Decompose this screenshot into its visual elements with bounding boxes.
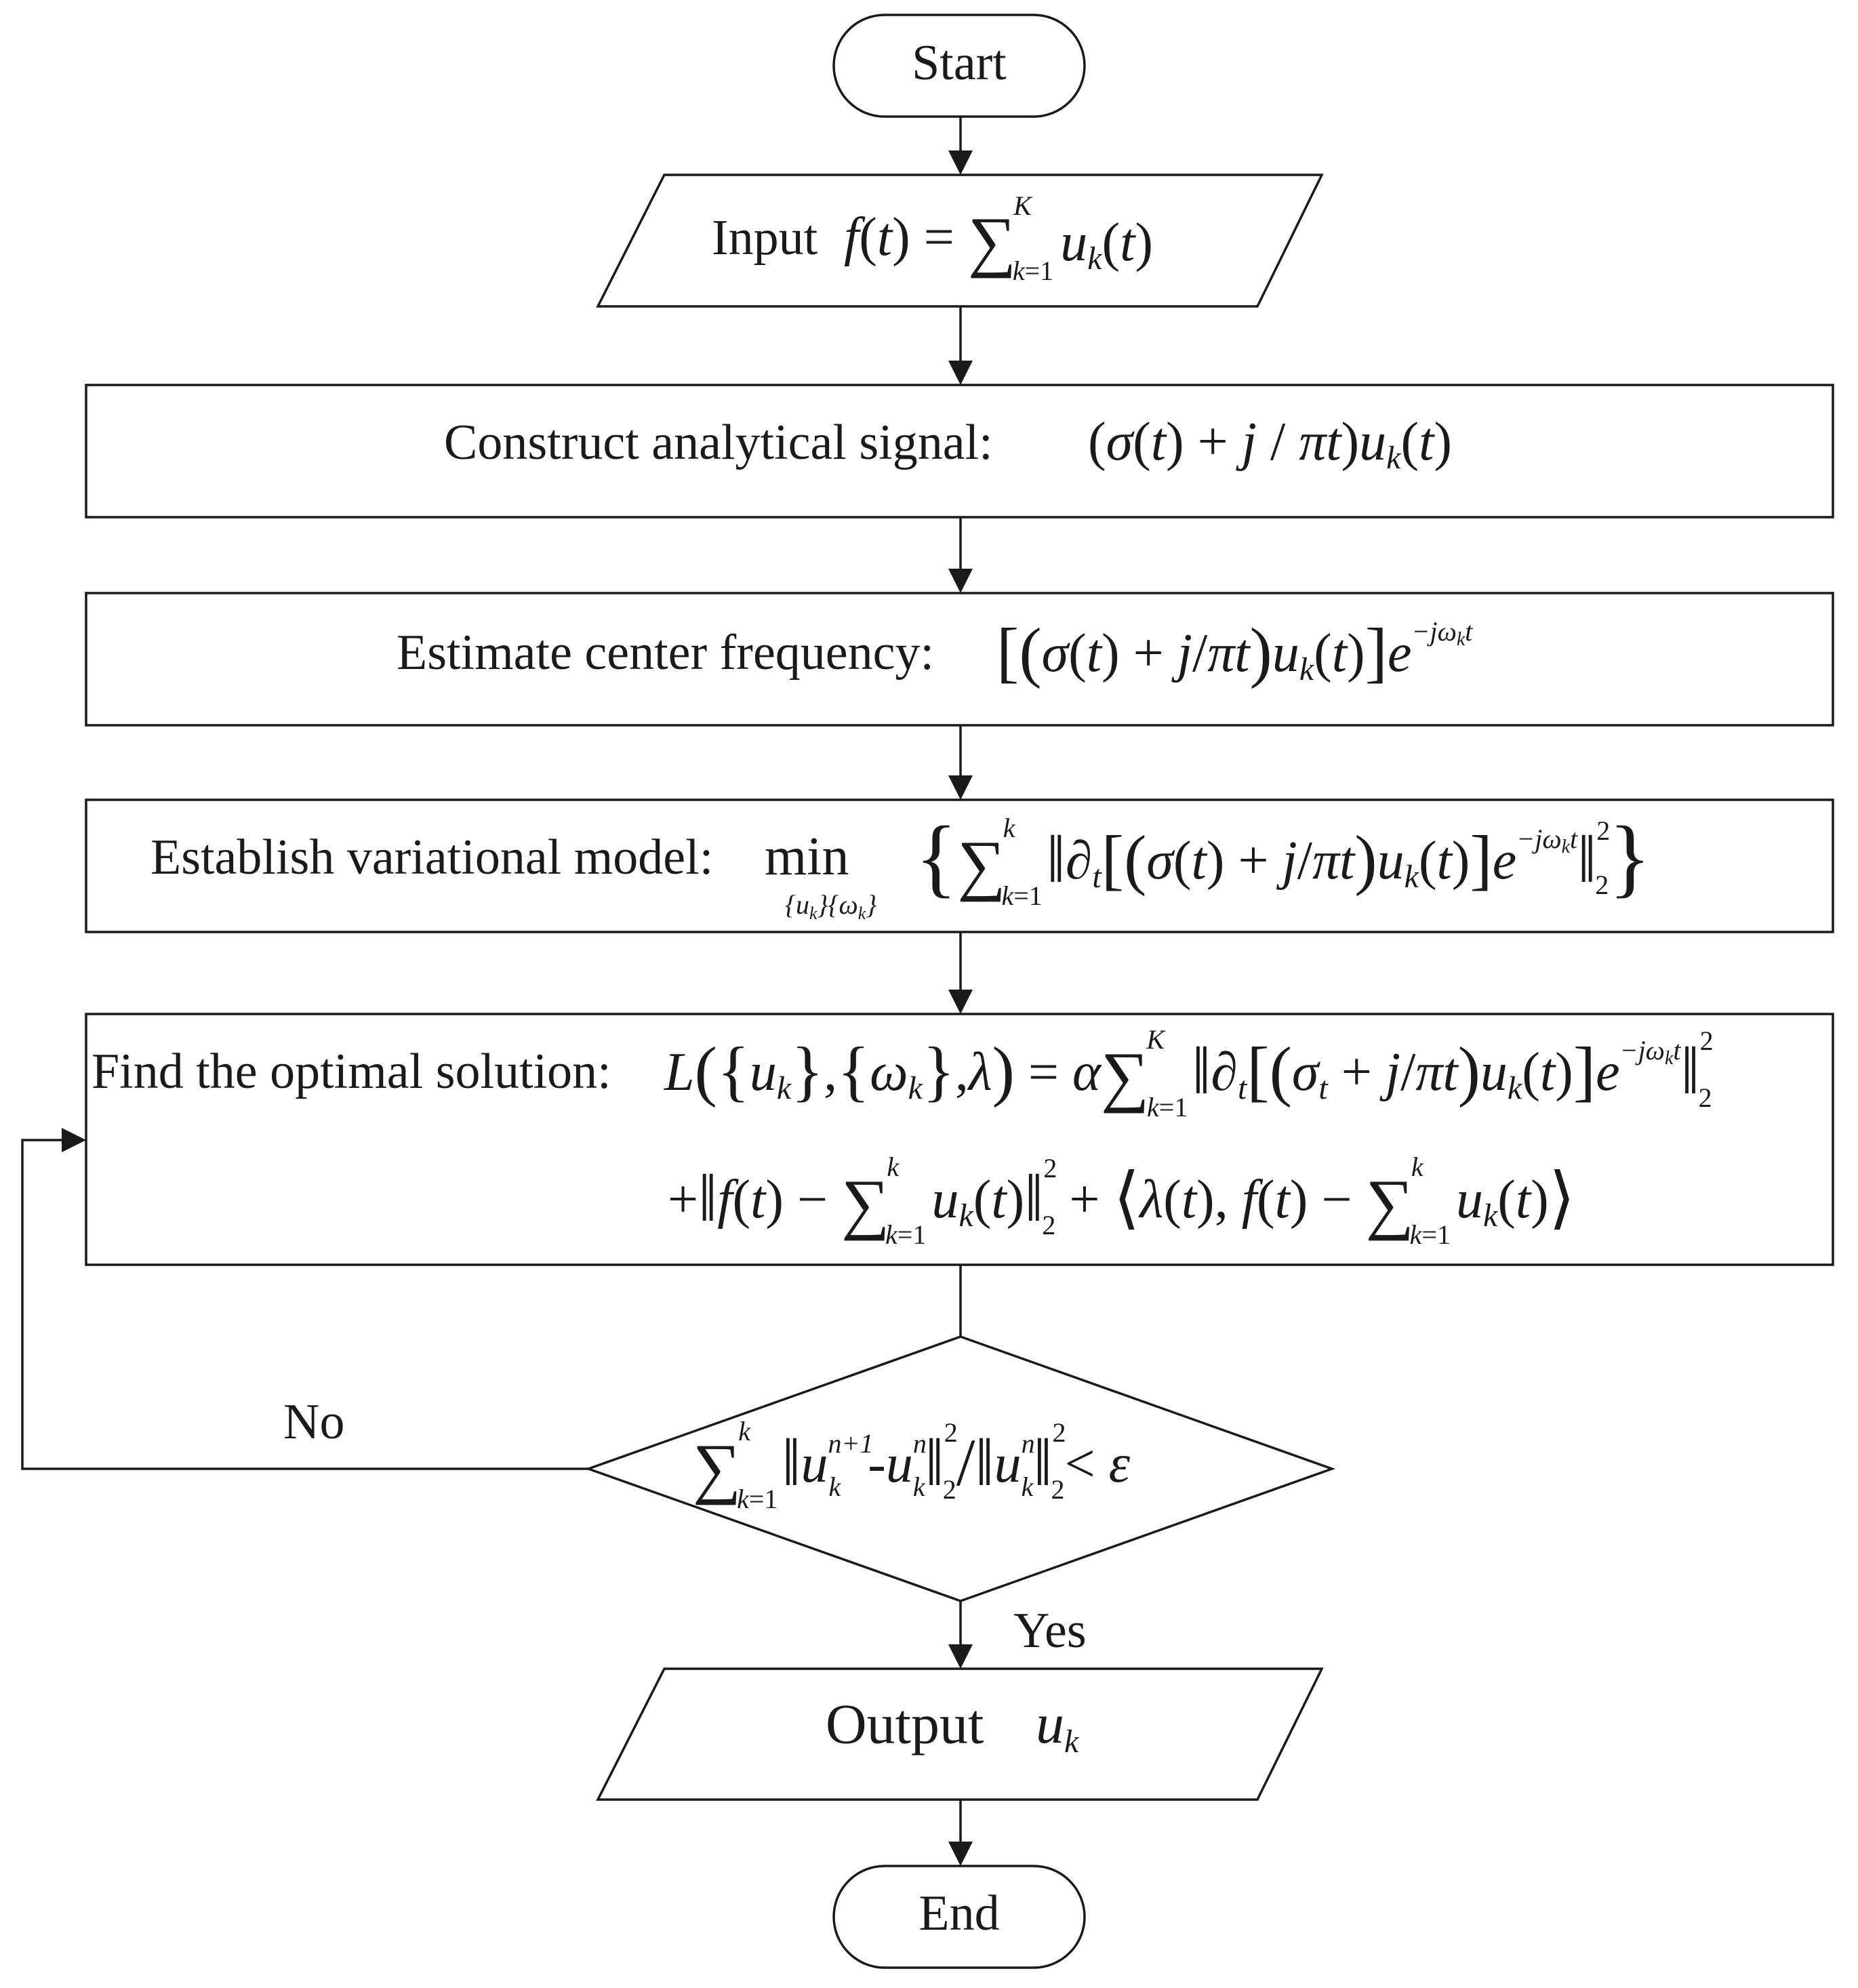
arrow-establish-to-find bbox=[948, 932, 973, 1014]
construct-label: Construct analytical signal: bbox=[444, 415, 993, 470]
start-label: Start bbox=[912, 35, 1007, 91]
input-label: Input bbox=[712, 210, 818, 266]
construct-formula: (σ(t) + j / πt)uk(t) bbox=[1088, 412, 1452, 476]
end-node: End bbox=[832, 1865, 1086, 1969]
output-node: Output uk bbox=[596, 1667, 1324, 1801]
estimate-node: Estimate center frequency: [(σ(t) + j/πt… bbox=[85, 592, 1834, 727]
start-node: Start bbox=[832, 14, 1086, 118]
establish-label: Establish variational model: bbox=[150, 830, 713, 885]
output-label: Output bbox=[826, 1692, 984, 1756]
output-formula: uk bbox=[1036, 1692, 1080, 1760]
find-node: Find the optimal solution: L({uk},{ωk},λ… bbox=[85, 1013, 1834, 1266]
edge-label-yes: Yes bbox=[1013, 1603, 1087, 1659]
arrow-construct-to-estimate bbox=[948, 517, 973, 593]
end-label: End bbox=[918, 1886, 999, 1941]
arrow-decision-yes-to-output bbox=[948, 1601, 973, 1669]
find-label: Find the optimal solution: bbox=[92, 1044, 611, 1099]
arrow-decision-no-loop bbox=[21, 1128, 588, 1470]
arrow-estimate-to-establish bbox=[948, 725, 973, 800]
construct-node: Construct analytical signal: (σ(t) + j /… bbox=[85, 384, 1834, 519]
estimate-formula: [(σ(t) + j/πt)uk(t)]e−jωkt bbox=[996, 614, 1473, 689]
establish-node: Establish variational model: min {uk}{ωk… bbox=[85, 798, 1834, 933]
arrow-input-to-construct bbox=[948, 306, 973, 385]
estimate-label: Estimate center frequency: bbox=[397, 625, 934, 681]
establish-formula: min bbox=[765, 827, 849, 887]
edge-label-no: No bbox=[283, 1394, 344, 1450]
arrow-start-to-input bbox=[948, 117, 973, 175]
arrow-output-to-end bbox=[948, 1800, 973, 1866]
